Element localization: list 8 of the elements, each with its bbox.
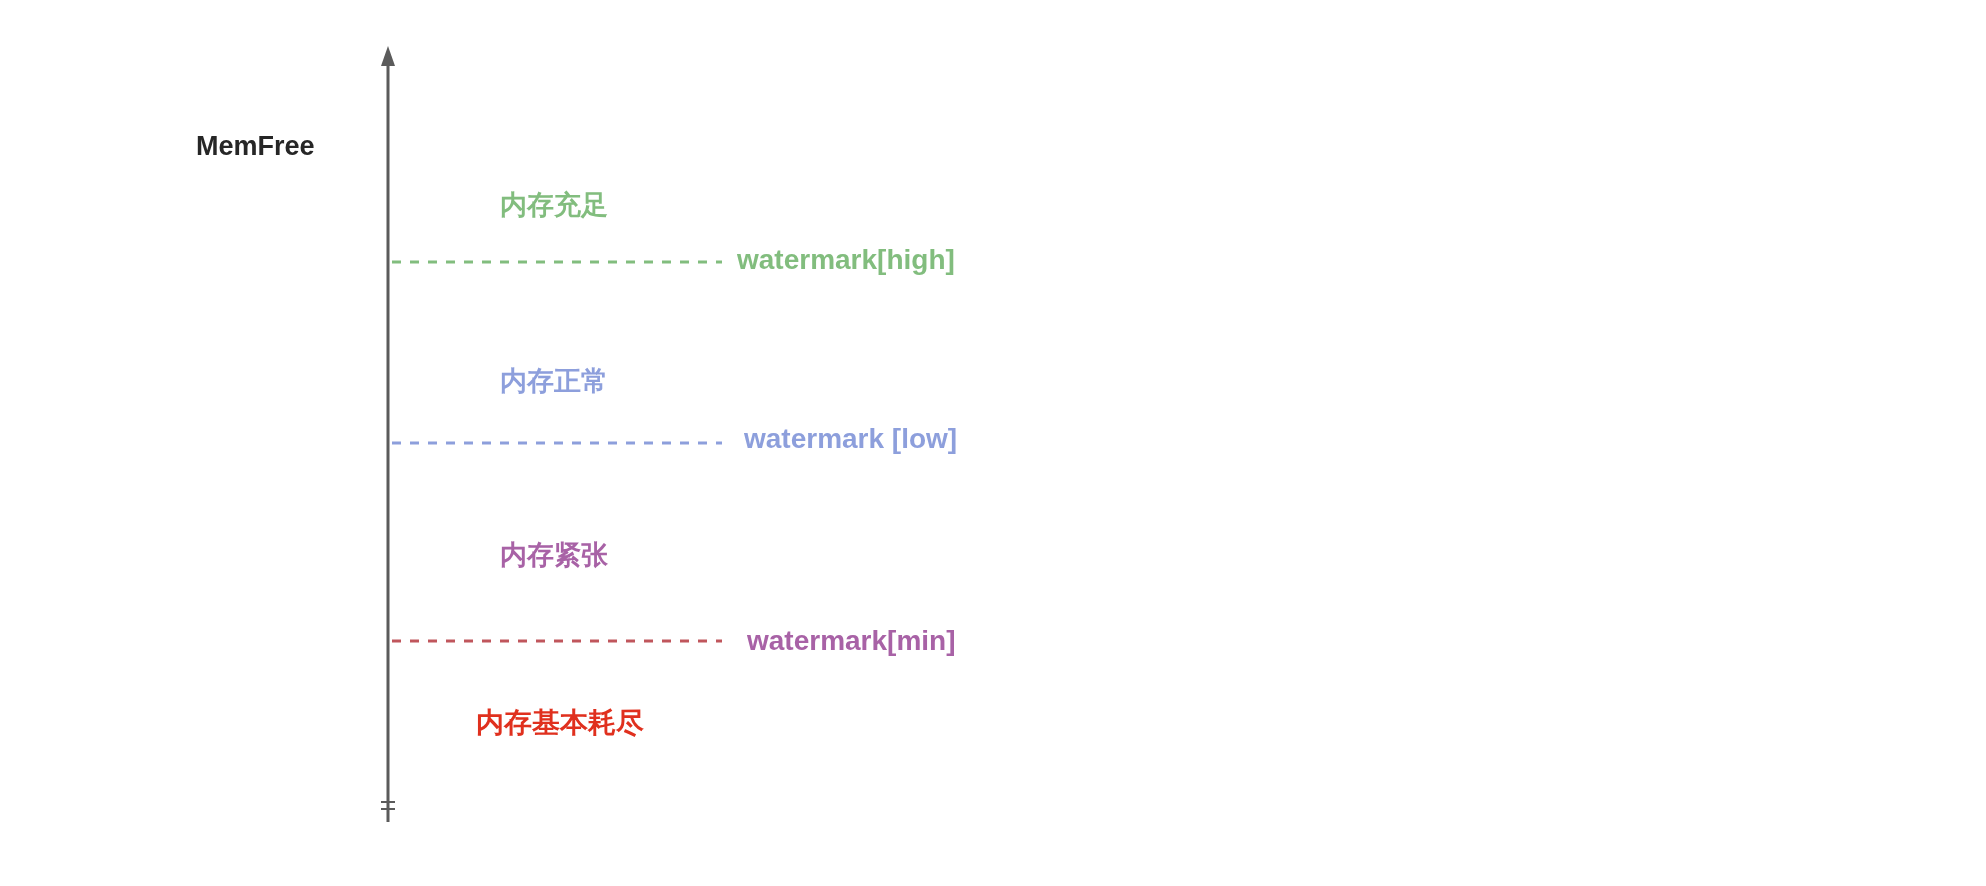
zone-label: 内存紧张 [500, 541, 608, 569]
zone-label: 内存正常 [500, 367, 608, 395]
threshold-label: watermark[high] [737, 246, 955, 274]
zone-label: 内存充足 [500, 191, 608, 219]
threshold-label: watermark[min] [747, 627, 956, 655]
axis-label: MemFree [196, 132, 315, 160]
threshold-label: watermark [low] [744, 425, 958, 453]
zone-label: 内存基本耗尽 [476, 709, 644, 737]
